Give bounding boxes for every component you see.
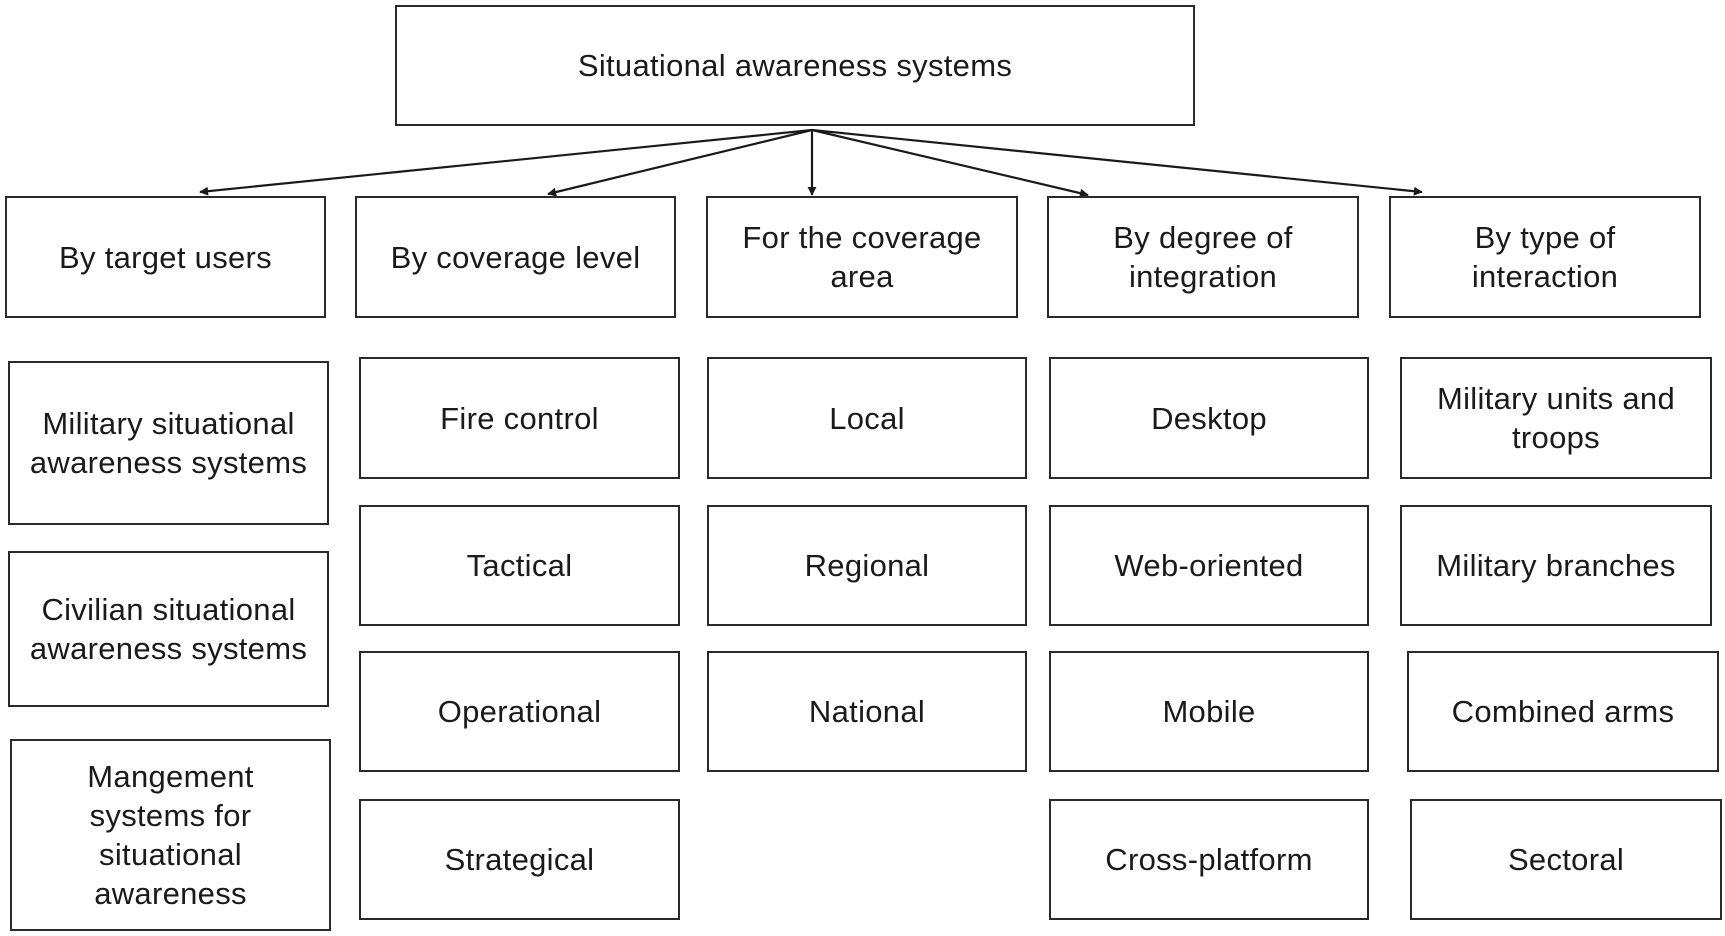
leaf-label: Strategical: [444, 842, 595, 877]
category-by-degree-of-integration: By degree of integration: [1047, 196, 1359, 318]
leaf-label: Sectoral: [1507, 842, 1625, 877]
leaf-civilian-sa-systems: Civilian situational awareness systems: [8, 551, 329, 707]
leaf-label: Web-oriented: [1114, 548, 1304, 583]
category-label: By target users: [59, 239, 272, 275]
leaf-regional: Regional: [707, 505, 1027, 626]
leaf-web-oriented: Web-oriented: [1049, 505, 1369, 626]
category-label: By coverage level: [390, 239, 641, 275]
root-node: Situational awareness systems: [395, 5, 1195, 126]
leaf-sectoral: Sectoral: [1410, 799, 1722, 920]
leaf-strategical: Strategical: [359, 799, 680, 920]
arrow-to-by-coverage-level: [547, 128, 813, 197]
leaf-label: Mobile: [1162, 694, 1256, 729]
category-for-the-coverage-area: For the coverage area: [706, 196, 1018, 318]
category-label: For the coverage area: [742, 220, 982, 294]
leaf-label: Combined arms: [1451, 694, 1675, 729]
leaf-label: Fire control: [440, 400, 599, 436]
leaf-mobile: Mobile: [1049, 651, 1369, 772]
leaf-label: Operational: [437, 694, 602, 729]
leaf-fire-control: Fire control: [359, 357, 680, 479]
leaf-combined-arms: Combined arms: [1407, 651, 1719, 772]
leaf-label: National: [808, 694, 926, 729]
leaf-cross-platform: Cross-platform: [1049, 799, 1369, 920]
category-by-coverage-level: By coverage level: [355, 196, 676, 318]
leaf-military-units-and-troops: Military units and troops: [1400, 357, 1712, 479]
leaf-label: Regional: [804, 548, 930, 583]
root-label: Situational awareness systems: [577, 48, 1013, 83]
leaf-label: Cross-platform: [1105, 842, 1313, 877]
leaf-local: Local: [707, 357, 1027, 479]
category-label: By degree of integration: [1113, 220, 1293, 294]
leaf-label: Desktop: [1151, 400, 1267, 436]
category-by-target-users: By target users: [5, 196, 326, 318]
leaf-label: Civilian situational awareness systems: [29, 592, 308, 666]
leaf-label: Military units and troops: [1437, 381, 1675, 455]
leaf-operational: Operational: [359, 651, 680, 772]
category-by-type-of-interaction: By type of interaction: [1389, 196, 1701, 318]
leaf-military-branches: Military branches: [1400, 505, 1712, 626]
arrow-to-by-degree-of-integration: [811, 128, 1089, 198]
leaf-desktop: Desktop: [1049, 357, 1369, 479]
leaf-label: Tactical: [466, 548, 573, 583]
leaf-label: Military situational awareness systems: [29, 406, 308, 480]
leaf-label: Mangement systems for situational awaren…: [87, 759, 254, 911]
leaf-label: Local: [829, 400, 905, 436]
leaf-management-systems-sa: Mangement systems for situational awaren…: [10, 739, 331, 931]
arrow-to-by-target-users: [199, 128, 813, 196]
leaf-label: Military branches: [1436, 548, 1676, 583]
leaf-military-sa-systems: Military situational awareness systems: [8, 361, 329, 525]
leaf-national: National: [707, 651, 1027, 772]
arrow-to-by-type-of-interaction: [811, 128, 1423, 196]
leaf-tactical: Tactical: [359, 505, 680, 626]
category-label: By type of interaction: [1471, 220, 1619, 294]
